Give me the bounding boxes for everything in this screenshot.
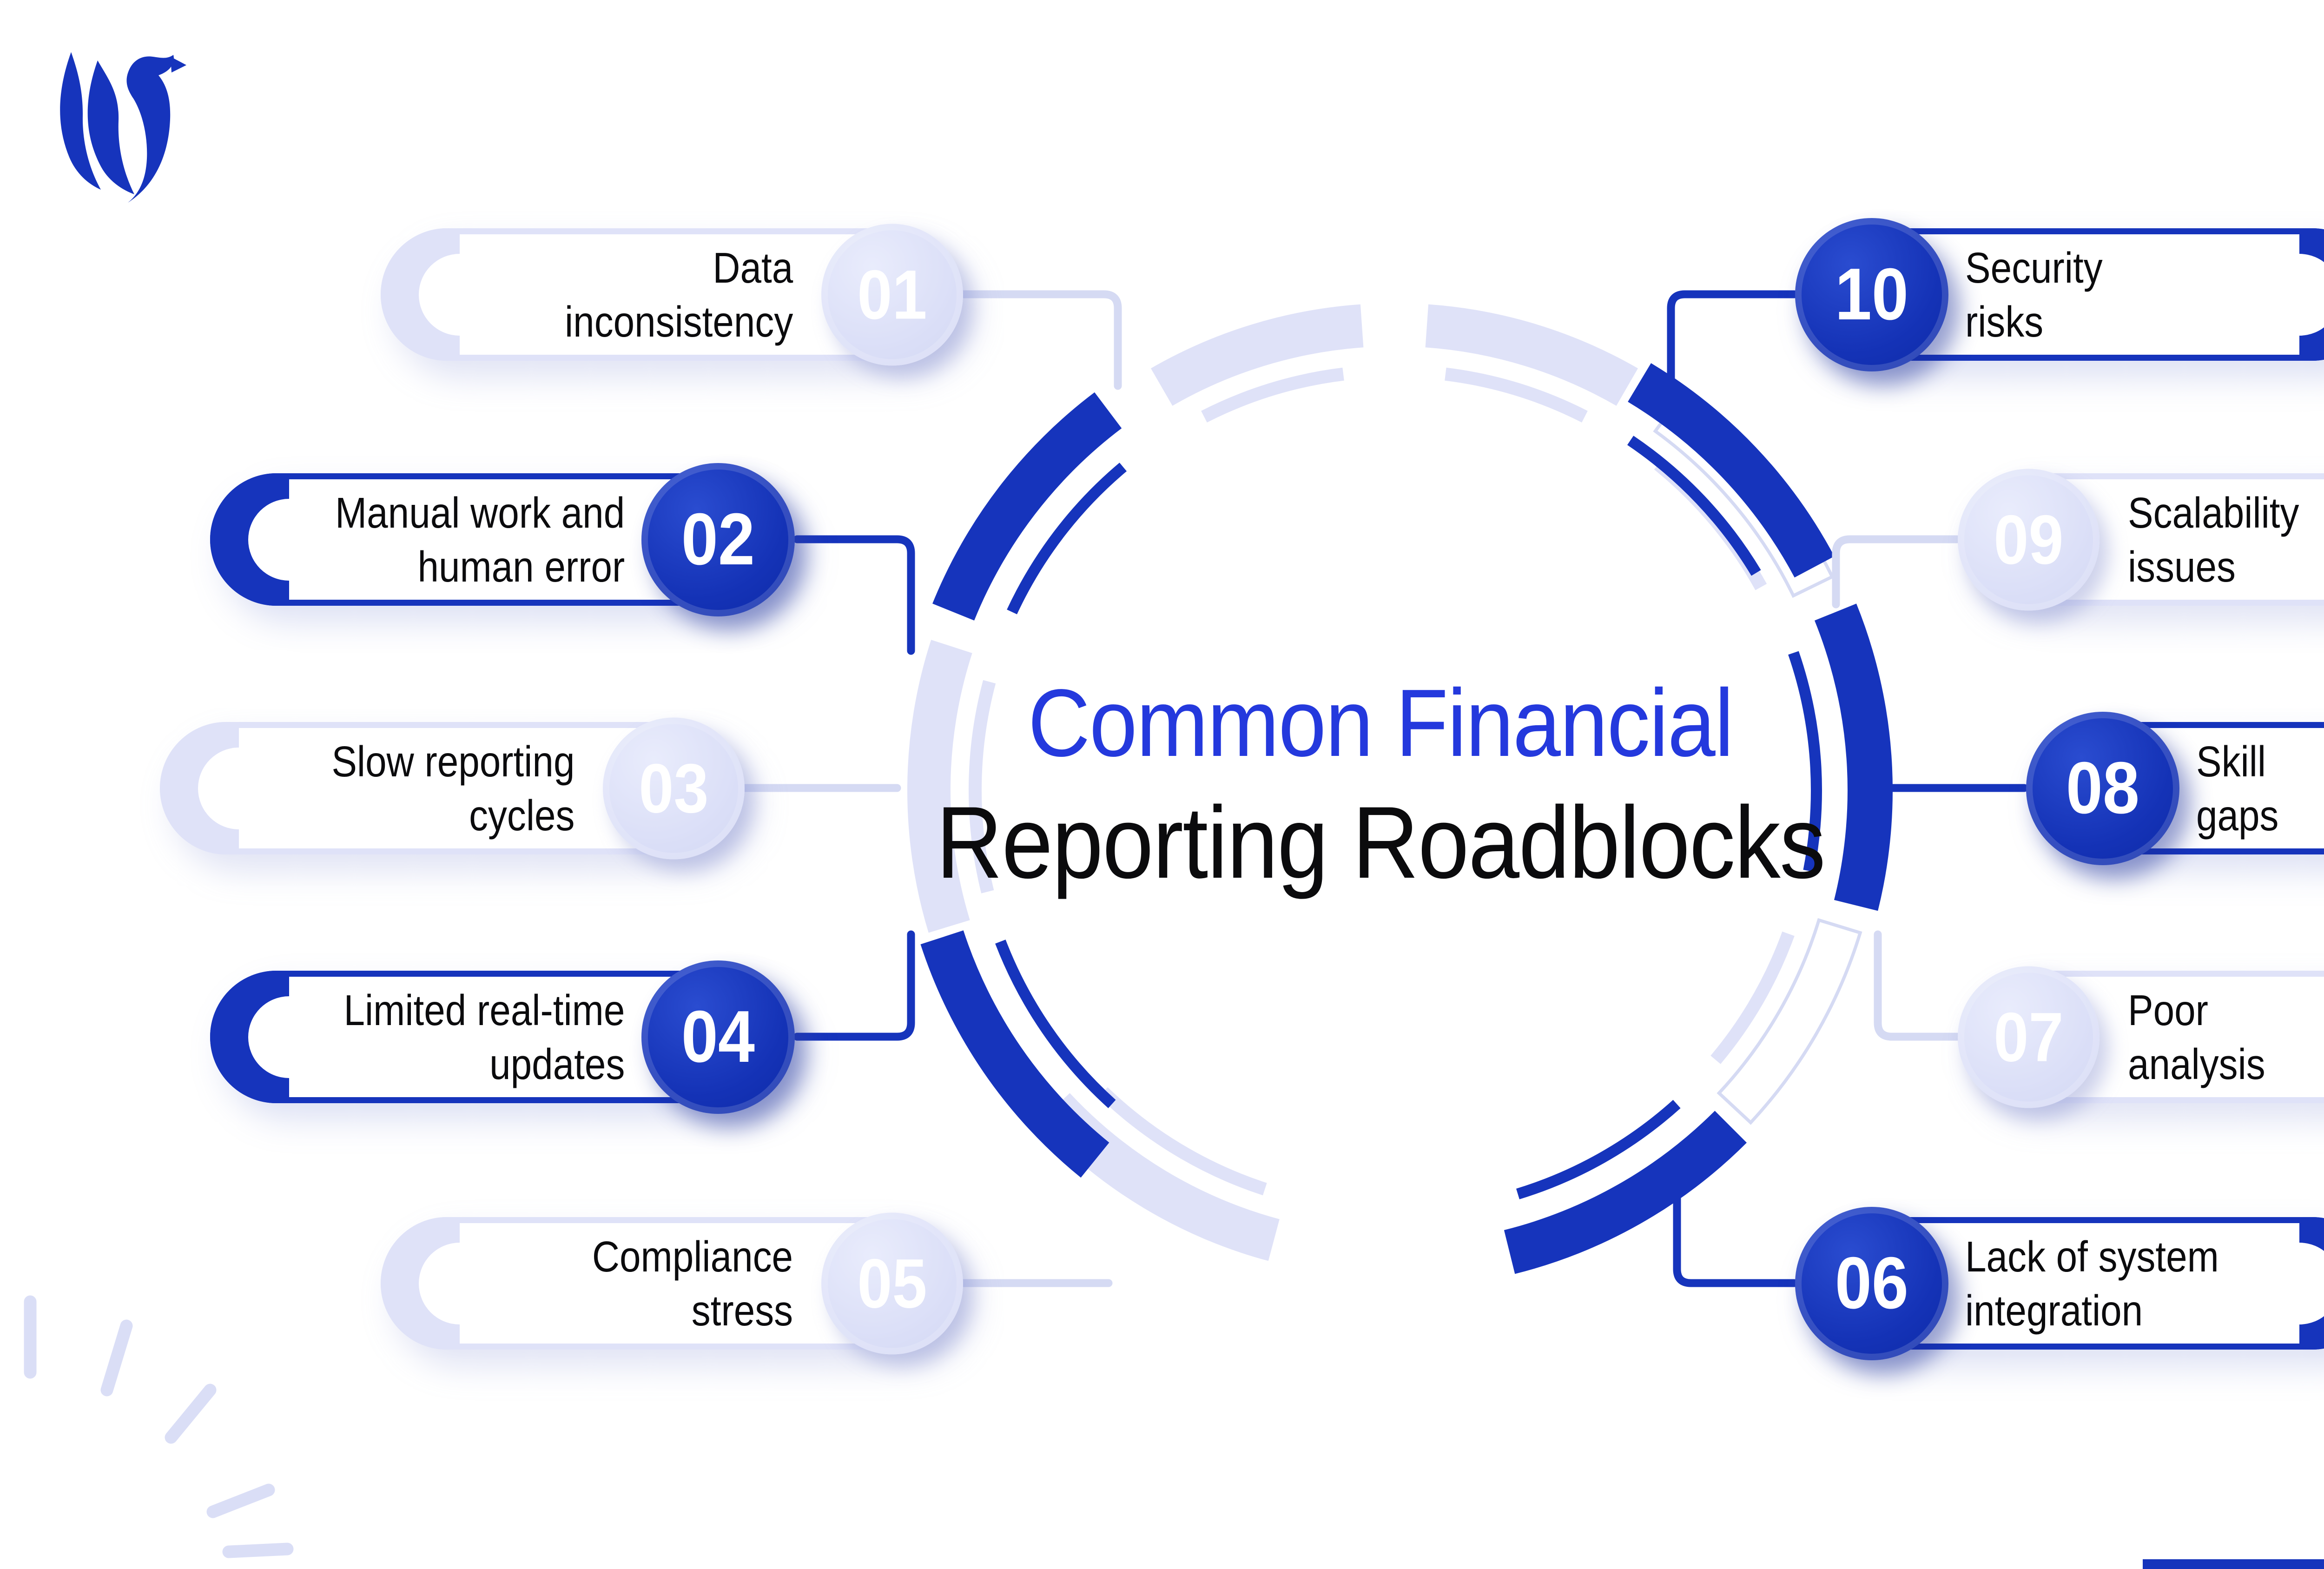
step-number-badge: 07 <box>1958 966 2100 1108</box>
roadblock-label-text: Data inconsistency <box>564 243 793 346</box>
roadblock-label-text: Compliance stress <box>592 1232 793 1335</box>
step-number: 05 <box>857 1244 927 1322</box>
segmented-ring <box>907 304 1893 1274</box>
roadblock-label-text: Limited real-time updates <box>343 986 625 1088</box>
roadblock-label: Lack of system integration <box>1965 1223 2324 1344</box>
roadblock-label: Slow reporting cycles <box>194 728 574 848</box>
roadblock-pill-02: 02 Manual work and human error <box>210 463 795 616</box>
roadblock-pill-06: 06 Lack of system integration <box>1795 1206 2324 1360</box>
roadblock-label-text: Poor analysis <box>2128 986 2265 1088</box>
roadblock-label: Data inconsistency <box>415 234 793 355</box>
step-number-badge: 06 <box>1795 1206 1948 1360</box>
roadblock-pill-07: 07 Poor analysis <box>1958 966 2324 1108</box>
connector-item-02 <box>793 535 915 655</box>
logo-beak <box>171 57 186 73</box>
title-line-1: Common Financial <box>1028 669 1734 776</box>
step-number-badge: 10 <box>1795 218 1948 371</box>
step-number: 04 <box>681 996 755 1078</box>
step-number-badge: 04 <box>641 960 795 1114</box>
roadblock-label: Skill gaps <box>2196 728 2324 848</box>
roadblock-label: Security risks <box>1965 234 2324 355</box>
step-number: 10 <box>1835 253 1909 335</box>
connector-item-04 <box>793 930 915 1041</box>
logo-feather-inner <box>87 60 134 194</box>
roadblock-pill-10: 10 Security risks <box>1795 218 2324 371</box>
step-number: 06 <box>1835 1242 1909 1324</box>
connector-lines <box>737 290 2028 1287</box>
step-number: 08 <box>2066 747 2140 829</box>
roadblock-label: Limited real-time updates <box>244 977 625 1097</box>
roadblock-pill-01: 01 Data inconsistency <box>381 224 963 365</box>
connector-item-06 <box>1673 1193 1798 1287</box>
phoenix-logo-icon <box>60 52 186 203</box>
roadblock-pill-04: 04 Limited real-time updates <box>210 960 795 1114</box>
ray-dashes-decoration <box>24 1295 294 1558</box>
connector-item-10 <box>1667 290 1798 392</box>
roadblock-label-text: Skill gaps <box>2196 737 2279 840</box>
step-number: 07 <box>1994 998 2064 1076</box>
roadblock-label-text: Slow reporting cycles <box>331 737 574 840</box>
roadblock-label: Manual work and human error <box>244 479 625 600</box>
step-number: 02 <box>681 498 755 580</box>
roadblock-label: Compliance stress <box>415 1223 793 1344</box>
roadblock-pill-08: 08 Skill gaps <box>2026 711 2324 865</box>
roadblock-label-text: Manual work and human error <box>335 488 625 591</box>
step-number: 09 <box>1994 500 2064 578</box>
pill-end-cap <box>2299 1217 2324 1350</box>
roadblock-label-text: Security risks <box>1965 243 2103 346</box>
step-number-badge: 09 <box>1958 469 2100 610</box>
pill-end-cap <box>2299 228 2324 361</box>
title-block: Common Financial Reporting Roadblocks <box>618 665 2143 904</box>
roadblock-label-text: Lack of system integration <box>1965 1232 2219 1335</box>
roadblock-pill-09: 09 Scalability issues <box>1958 469 2324 610</box>
logo-body-head <box>126 55 174 203</box>
step-number: 03 <box>639 749 709 827</box>
connector-item-09 <box>1832 535 1961 609</box>
bottom-edge-accent <box>2143 1559 2324 1569</box>
title-line-2: Reporting Roadblocks <box>936 785 1826 900</box>
step-number-badge: 08 <box>2026 711 2179 865</box>
step-number-badge: 05 <box>821 1212 963 1354</box>
roadblock-label: Poor analysis <box>2128 977 2324 1097</box>
step-number: 01 <box>857 255 927 333</box>
logo-feather-outer <box>60 52 101 190</box>
connector-item-07 <box>1874 930 1961 1041</box>
roadblock-label-text: Scalability issues <box>2128 488 2299 591</box>
step-number-badge: 02 <box>641 463 795 616</box>
roadblock-pill-03: 03 Slow reporting cycles <box>160 717 745 859</box>
roadblock-label: Scalability issues <box>2128 479 2324 600</box>
step-number-badge: 03 <box>603 717 745 859</box>
roadblock-pill-05: 05 Compliance stress <box>381 1212 963 1354</box>
connector-item-01 <box>958 290 1122 390</box>
step-number-badge: 01 <box>821 224 963 365</box>
